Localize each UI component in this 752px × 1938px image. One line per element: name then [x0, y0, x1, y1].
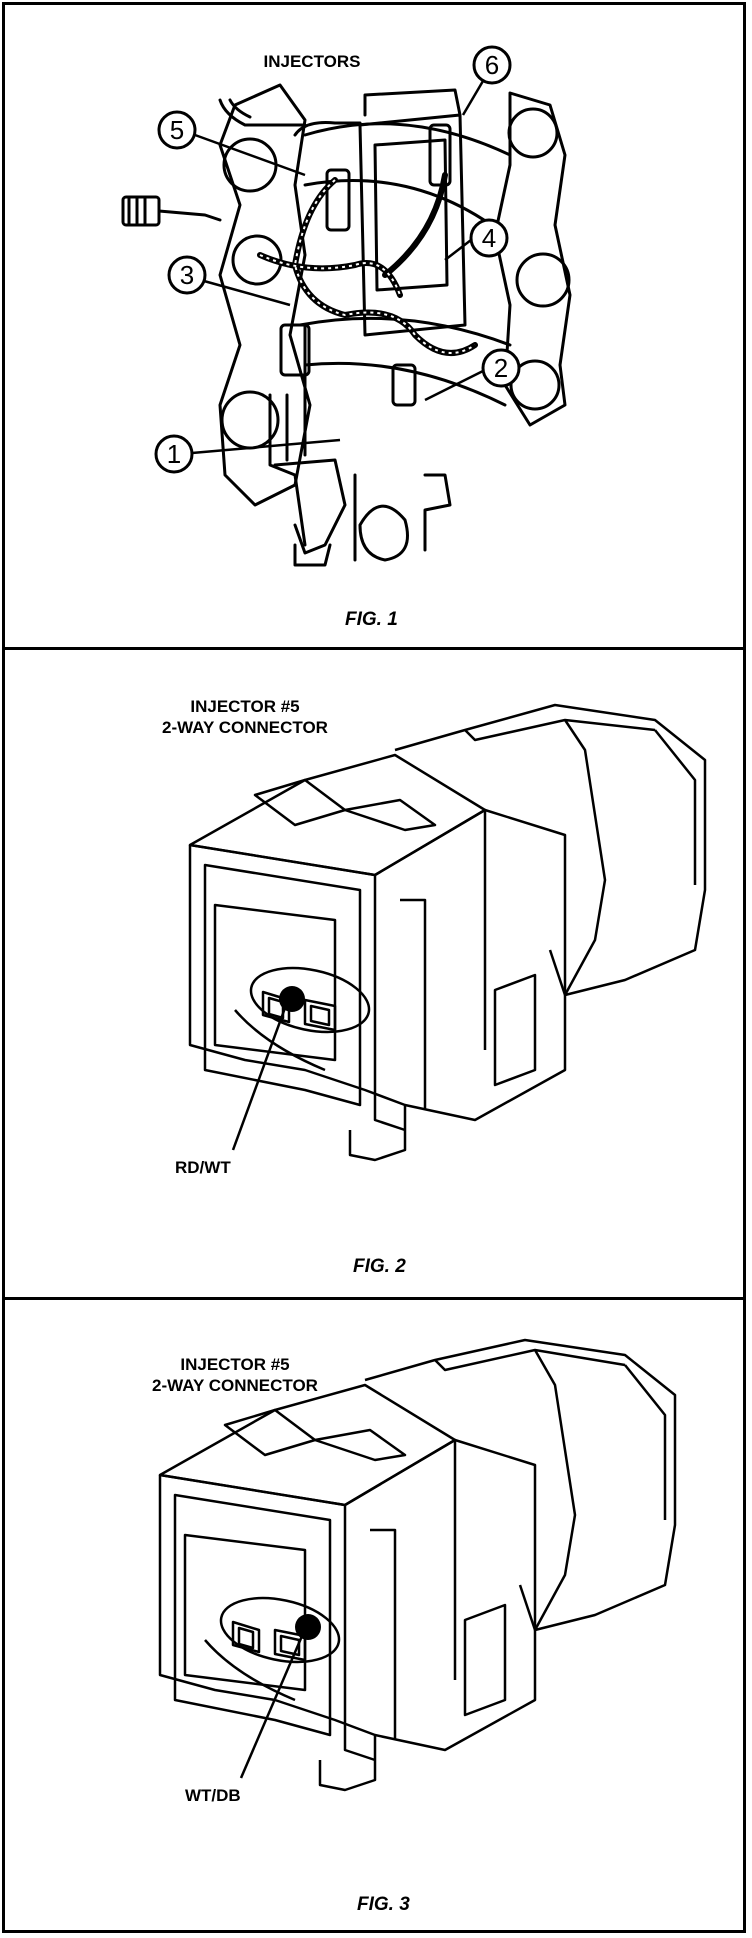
- figure-3-title: INJECTOR #5 2-WAY CONNECTOR: [135, 1354, 335, 1396]
- figure-3-title-line1: INJECTOR #5: [180, 1355, 290, 1374]
- callout-5: 5: [169, 115, 185, 145]
- figure-2-panel: INJECTOR #5 2-WAY CONNECTOR RD/WT FIG. 2: [5, 650, 743, 1297]
- callout-3: 3: [179, 260, 195, 290]
- figure-3-panel: INJECTOR #5 2-WAY CONNECTOR WT/DB FIG. 3: [5, 1300, 743, 1930]
- figure-2-title-line2: 2-WAY CONNECTOR: [162, 718, 328, 737]
- figure-2-title-line1: INJECTOR #5: [190, 697, 300, 716]
- figure-3-caption: FIG. 3: [357, 1894, 410, 1915]
- divider-1: [5, 647, 743, 650]
- figure-2-title: INJECTOR #5 2-WAY CONNECTOR: [145, 696, 345, 738]
- callout-4: 4: [481, 223, 497, 253]
- connector-drawing-fig3: [158, 1338, 677, 1792]
- callout-6: 6: [484, 50, 500, 80]
- figure-1-caption: FIG. 1: [345, 609, 398, 630]
- wire-label-fig2: RD/WT: [175, 1158, 231, 1177]
- divider-2: [5, 1297, 743, 1300]
- figure-1-title: INJECTORS: [263, 52, 361, 71]
- engine-intake-drawing: [121, 45, 572, 567]
- figure-3-title-line2: 2-WAY CONNECTOR: [152, 1376, 318, 1395]
- connector-drawing-fig2: [188, 703, 707, 1162]
- wire-label-fig3: WT/DB: [185, 1786, 241, 1805]
- figure-2-caption: FIG. 2: [353, 1256, 406, 1277]
- callout-1: 1: [166, 439, 182, 469]
- callout-2: 2: [493, 353, 509, 383]
- figure-1-panel: INJECTORS 1 2 3 4 5 6 FIG. 1: [5, 5, 743, 647]
